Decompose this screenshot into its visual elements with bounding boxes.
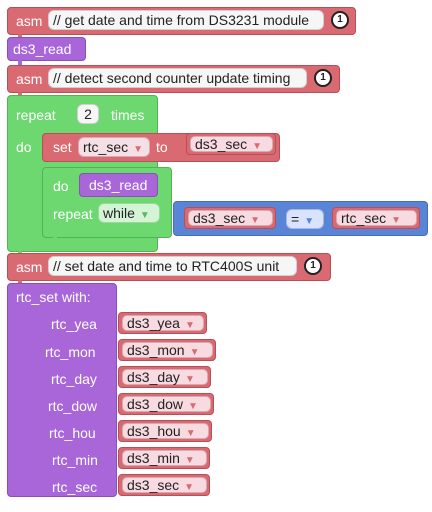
asm-comment-field[interactable]: // set date and time to RTC400S unit [48, 256, 297, 276]
set-variable-dropdown[interactable]: rtc_sec ▼ [78, 137, 150, 157]
rtc-param-value-dropdown[interactable]: ds3_hou ▼ [122, 423, 209, 439]
left-operand-dropdown[interactable]: ds3_sec ▼ [188, 210, 273, 226]
inner-do-label: do [53, 178, 69, 194]
rtc-param-label: rtc_mon [45, 344, 96, 360]
asm-label: asm [16, 259, 43, 275]
right-operand-name: rtc_sec [341, 210, 387, 226]
dropdown-arrow-icon: ▼ [184, 374, 195, 385]
block-connector [53, 236, 57, 246]
rtc-param-value-name: ds3_yea [127, 315, 180, 331]
dropdown-arrow-icon: ▼ [184, 482, 195, 493]
right-operand-block[interactable]: rtc_sec ▼ [332, 207, 420, 229]
rtc-param-value-name: ds3_mon [127, 342, 185, 358]
rtc-set-block[interactable] [7, 283, 117, 497]
times-label: times [111, 107, 145, 123]
right-operand-dropdown[interactable]: rtc_sec ▼ [336, 210, 417, 226]
left-operand-block[interactable]: ds3_sec ▼ [184, 207, 276, 229]
set-label: set [53, 139, 72, 155]
dropdown-arrow-icon: ▼ [391, 215, 402, 226]
dropdown-arrow-icon: ▼ [304, 216, 315, 227]
rtc-param-value-block[interactable]: ds3_yea ▼ [118, 312, 207, 334]
rtc-param-value-dropdown[interactable]: ds3_day ▼ [122, 369, 208, 385]
asm-label: asm [16, 13, 43, 29]
dropdown-arrow-icon: ▼ [185, 428, 196, 439]
dropdown-arrow-icon: ▼ [184, 320, 195, 331]
dropdown-arrow-icon: ▼ [250, 215, 261, 226]
compare-operator-dropdown[interactable]: =▼ [286, 209, 324, 229]
asm-comment-field[interactable]: // detect second counter update timing [48, 68, 307, 88]
repeat-mode-dropdown[interactable]: while ▼ [98, 203, 160, 223]
inner-repeat-label: repeat [53, 206, 93, 222]
rtc-param-value-name: ds3_min [127, 450, 180, 466]
rtc-param-value-block[interactable]: ds3_mon ▼ [118, 339, 216, 361]
do-label: do [16, 139, 32, 155]
dropdown-arrow-icon: ▼ [188, 401, 198, 412]
ds3-read-label: ds3_read [13, 41, 72, 57]
rtc-param-value-name: ds3_day [127, 369, 180, 385]
rtc-param-value-name: ds3_sec [127, 477, 180, 493]
rtc-param-value-block[interactable]: ds3_min ▼ [118, 447, 210, 469]
asm-edit-icon[interactable]: 1 [314, 69, 332, 87]
set-value-name: ds3_sec [195, 136, 248, 152]
left-operand-name: ds3_sec [193, 210, 246, 226]
inner-ds3-read-label: ds3_read [89, 177, 148, 193]
rtc-param-value-dropdown[interactable]: ds3_mon ▼ [122, 342, 213, 358]
compare-operator-value: = [291, 211, 300, 227]
dropdown-arrow-icon: ▼ [139, 210, 150, 221]
rtc-param-label: rtc_min [52, 452, 98, 468]
rtc-param-value-dropdown[interactable]: ds3_sec ▼ [122, 477, 207, 493]
repeat-mode-value: while [103, 205, 135, 221]
dropdown-arrow-icon: ▼ [184, 455, 195, 466]
asm-comment-field[interactable]: // get date and time from DS3231 module [48, 10, 324, 30]
dropdown-arrow-icon: ▼ [252, 141, 263, 152]
rtc-param-label: rtc_hou [49, 425, 96, 441]
rtc-param-value-block[interactable]: ds3_dow ▼ [118, 393, 214, 415]
rtc-set-title: rtc_set with: [16, 289, 91, 305]
asm-label: asm [16, 71, 43, 87]
dropdown-arrow-icon: ▼ [133, 144, 144, 155]
rtc-param-label: rtc_dow [48, 398, 98, 414]
rtc-param-label: rtc_yea [51, 316, 97, 332]
repeat-count-field[interactable]: 2 [77, 104, 99, 124]
dropdown-arrow-icon: ▼ [189, 347, 200, 358]
rtc-param-label: rtc_day [51, 371, 97, 387]
ds3-read-block[interactable] [7, 37, 86, 61]
rtc-param-value-block[interactable]: ds3_day ▼ [118, 366, 211, 388]
rtc-param-label: rtc_sec [52, 479, 98, 495]
rtc-param-value-block[interactable]: ds3_hou ▼ [118, 420, 212, 442]
asm-edit-icon[interactable]: 1 [304, 257, 322, 275]
asm-edit-icon[interactable]: 1 [331, 11, 349, 29]
to-label: to [156, 139, 168, 155]
set-value-dropdown[interactable]: ds3_sec ▼ [190, 136, 273, 152]
set-value-block[interactable]: ds3_sec ▼ [186, 133, 276, 155]
rtc-param-value-name: ds3_hou [127, 423, 181, 439]
set-variable-name: rtc_sec [83, 139, 129, 155]
rtc-param-value-block[interactable]: ds3_sec ▼ [118, 474, 210, 496]
repeat-label: repeat [16, 107, 56, 123]
rtc-param-value-dropdown[interactable]: ds3_dow ▼ [122, 396, 211, 412]
rtc-param-value-name: ds3_dow [127, 396, 184, 412]
rtc-param-value-dropdown[interactable]: ds3_min ▼ [122, 450, 207, 466]
rtc-param-value-dropdown[interactable]: ds3_yea ▼ [122, 315, 204, 331]
inner-ds3-read-block[interactable] [79, 173, 158, 197]
